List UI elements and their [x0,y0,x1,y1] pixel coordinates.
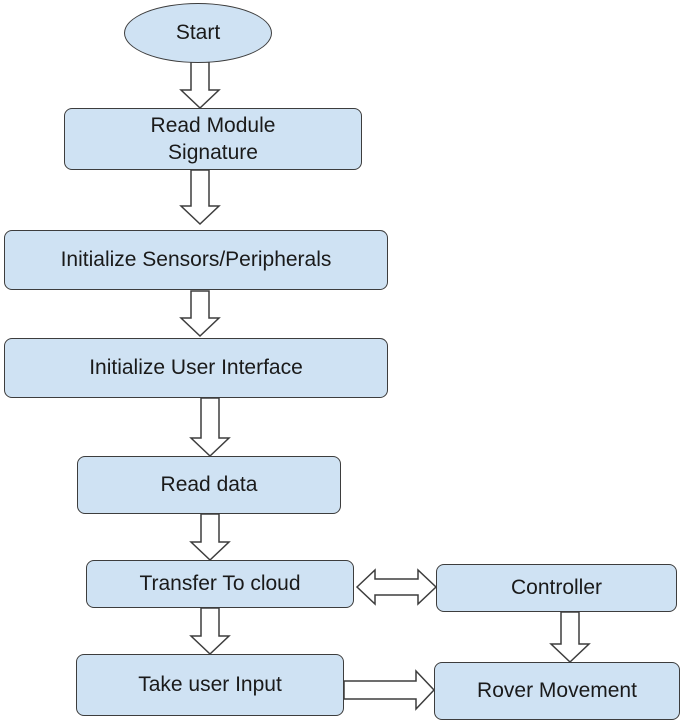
arrow-read-module-to-init-sensors [179,169,221,226]
init-ui-node: Initialize User Interface [4,338,388,398]
arrow-controller-to-rover [549,611,591,664]
arrow-transfer-to-take-input [189,607,231,656]
read-data-node: Read data [77,456,341,514]
read-module-signature-label-line2: Signature [168,141,258,164]
transfer-cloud-node: Transfer To cloud [86,560,354,608]
controller-label: Controller [510,576,603,600]
arrow-start-to-read-module [179,61,221,110]
arrow-transfer-controller-bidirectional [355,568,438,606]
arrow-init-sensors-to-init-ui [179,290,221,338]
rover-movement-label: Rover Movement [477,679,637,703]
controller-node: Controller [436,564,677,612]
arrow-take-input-to-rover [343,669,436,711]
init-ui-label: Initialize User Interface [89,356,303,380]
arrow-read-data-to-transfer [189,513,231,562]
arrow-init-ui-to-read-data [189,397,231,458]
take-input-label: Take user Input [138,673,282,697]
take-input-node: Take user Input [76,654,344,716]
read-data-label: Read data [160,473,258,497]
transfer-cloud-label: Transfer To cloud [139,572,301,596]
init-sensors-label: Initialize Sensors/Peripherals [60,248,332,272]
rover-movement-node: Rover Movement [434,662,680,720]
init-sensors-node: Initialize Sensors/Peripherals [4,230,388,290]
start-node: Start [124,3,272,63]
start-label: Start [175,21,221,45]
read-module-signature-label-line1: Read Module [150,113,276,137]
read-module-signature-node: Read Module Signature [64,108,362,170]
